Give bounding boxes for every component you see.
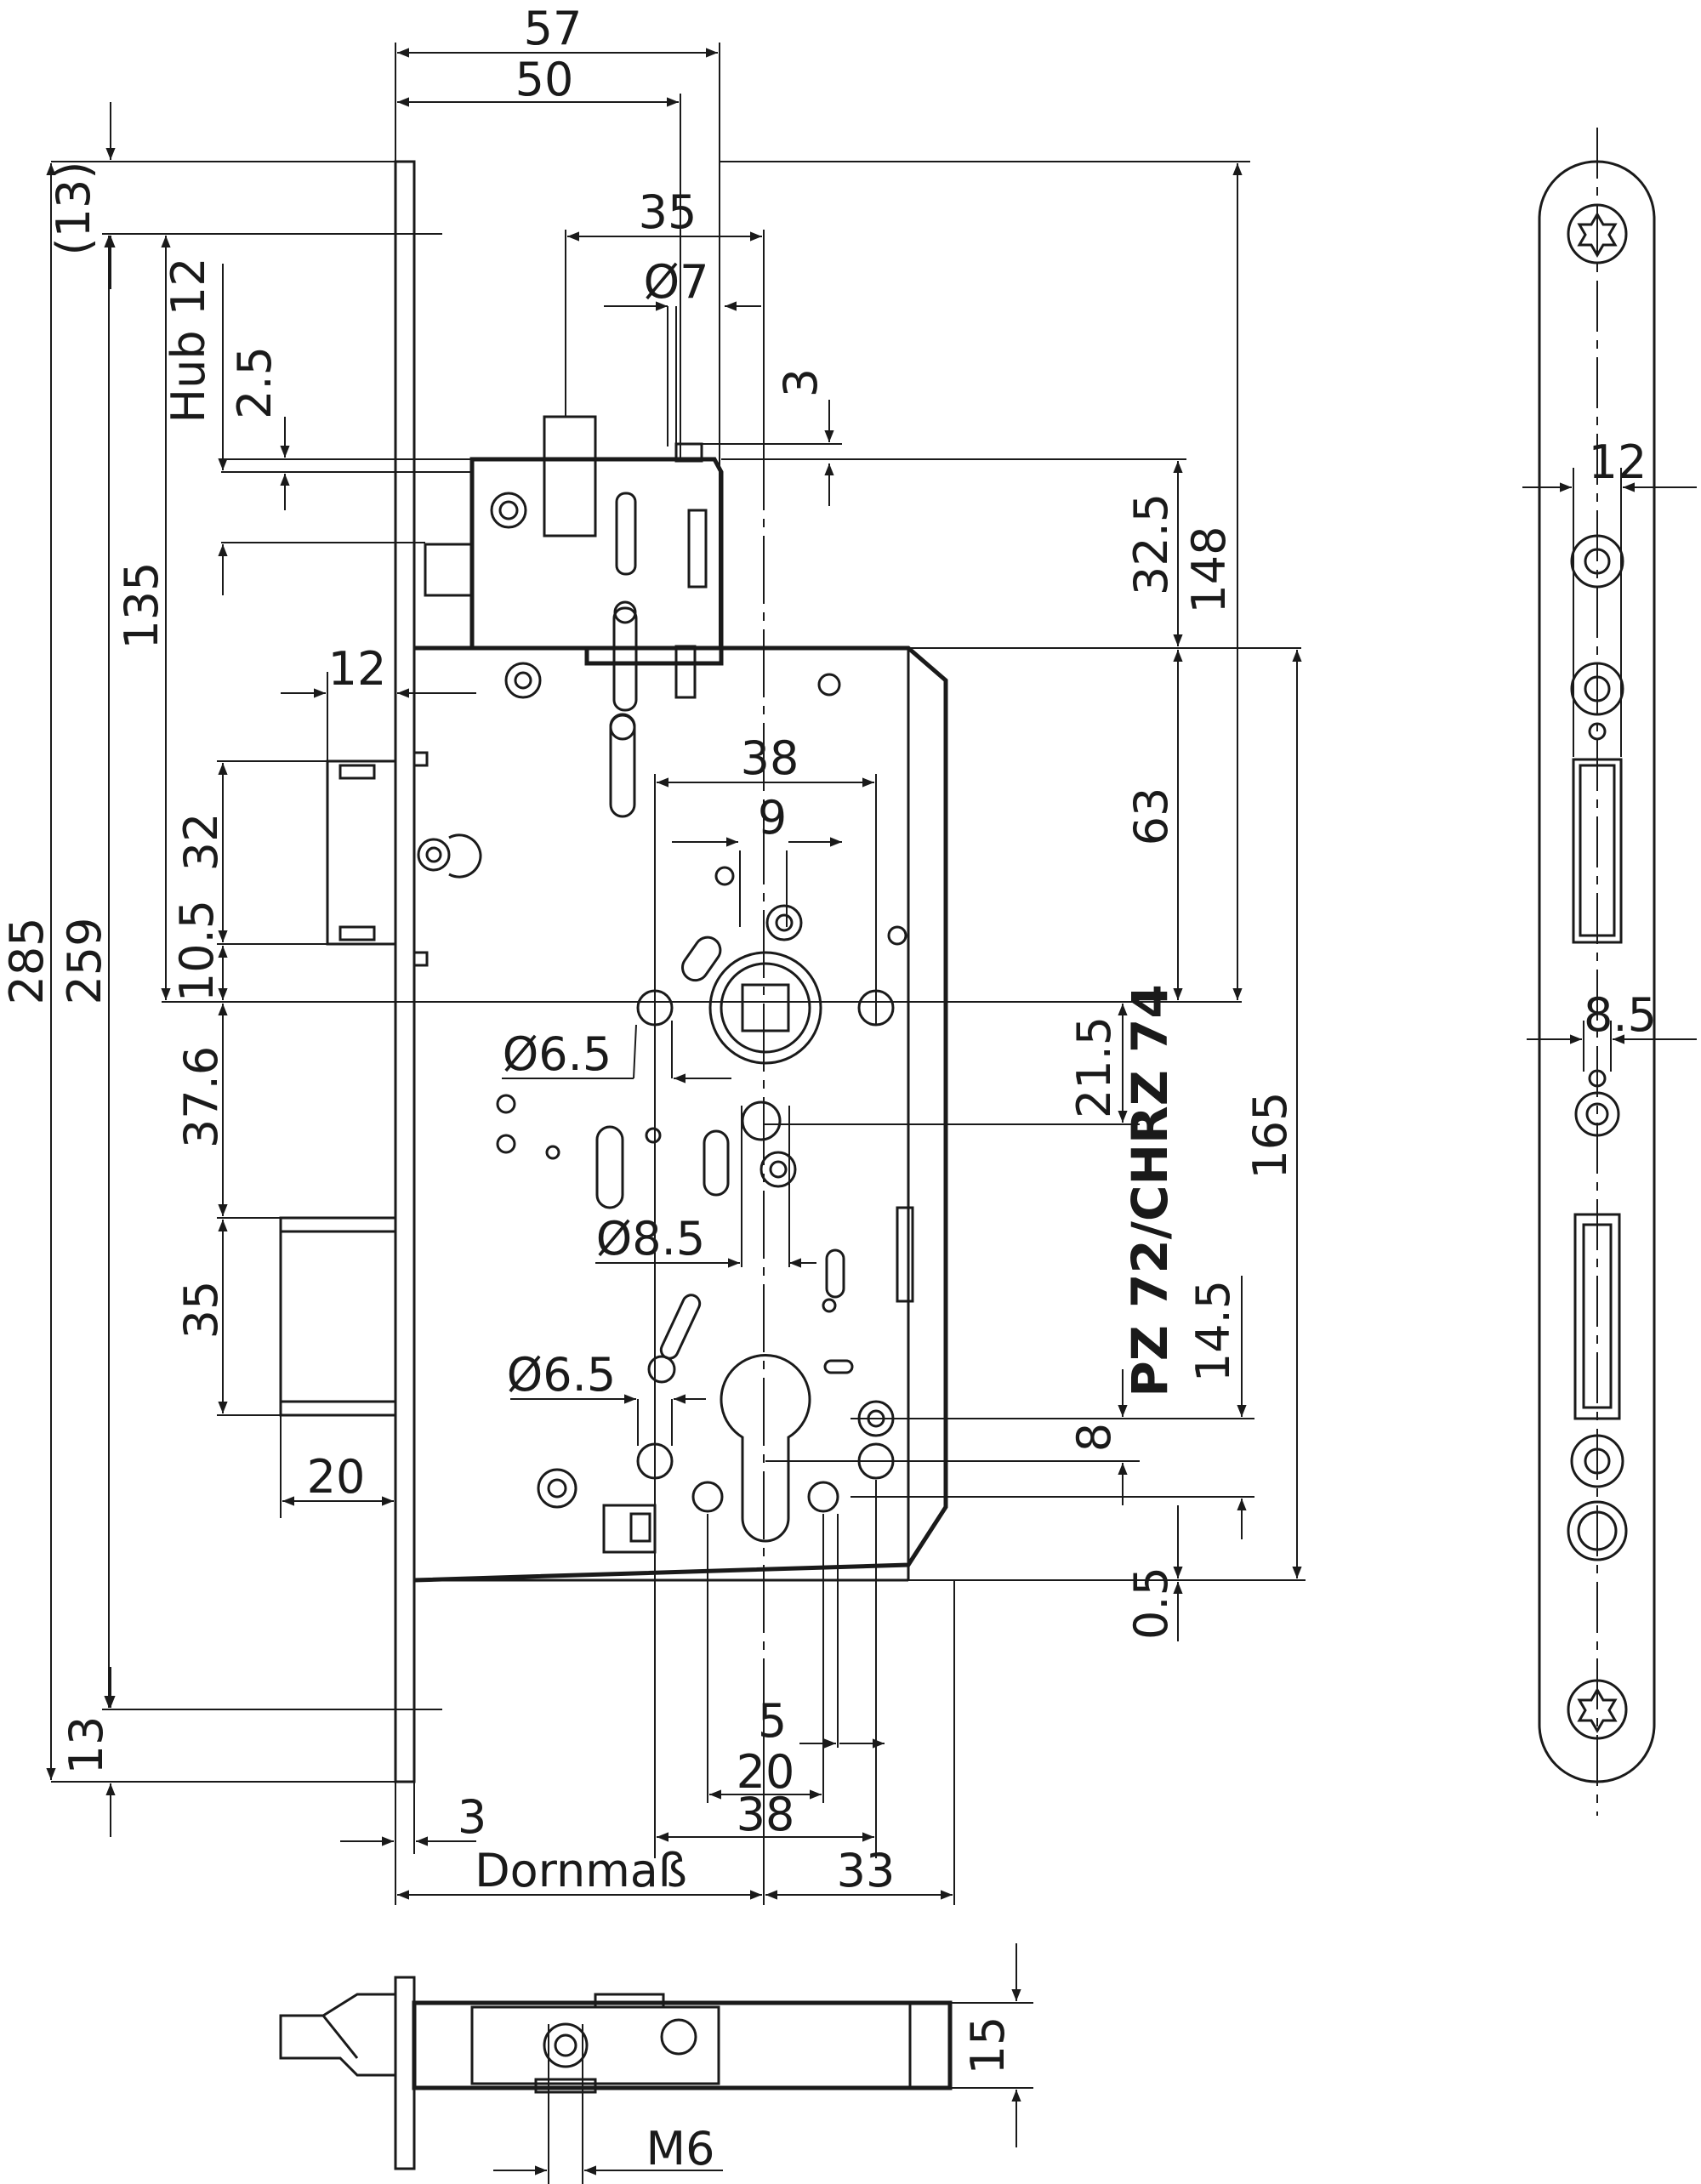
lock-front-view <box>279 160 948 1783</box>
dimension-labels: 57 50 35 Ø7 3 (13) Hub 12 2.5 135 12 32 … <box>0 2 1297 1897</box>
dim-50: 50 <box>515 53 574 106</box>
dimension-lines <box>46 43 1306 1905</box>
dim-32: 32 <box>174 813 228 872</box>
upper-mechanism <box>469 457 724 666</box>
dim-13-bottom: 13 <box>60 1716 113 1775</box>
dim-dia-6-5-b: Ø6.5 <box>507 1348 616 1402</box>
dim-8: 8 <box>1067 1423 1121 1452</box>
dim-135: 135 <box>115 561 168 649</box>
centre-lines <box>162 349 1242 1667</box>
dim-33: 33 <box>837 1844 896 1897</box>
follower <box>708 951 822 1065</box>
dim-15: 15 <box>961 2016 1015 2075</box>
pz-label: PZ 72/CHRZ 74 <box>1121 984 1179 1396</box>
dim-38-top: 38 <box>741 731 799 785</box>
dead-bolt <box>279 1216 397 1417</box>
dim-63: 63 <box>1124 788 1178 846</box>
dim-m6: M6 <box>646 2122 715 2175</box>
dim-35-bolt: 35 <box>174 1281 228 1339</box>
dim-259: 259 <box>58 917 111 1004</box>
cylinder-profile <box>720 1354 811 1543</box>
dim-148: 148 <box>1182 526 1236 613</box>
dim-5: 5 <box>758 1694 787 1748</box>
faceplate-screw-bottom <box>1567 1679 1628 1740</box>
section-case <box>412 2000 953 2090</box>
lock-case <box>413 646 948 1583</box>
dim-285: 285 <box>0 917 54 1004</box>
dim-10-5: 10.5 <box>170 900 224 1002</box>
faceplate-view: 12 8.5 <box>1522 128 1697 1816</box>
dim-dia-8-5: Ø8.5 <box>596 1212 705 1265</box>
dim-hub-12: Hub 12 <box>162 258 215 424</box>
faceplate-dim-12: 12 <box>1589 435 1647 489</box>
faceplate-front <box>394 160 416 1783</box>
section-view: 15 M6 <box>279 1943 1033 2184</box>
dim-57: 57 <box>524 2 583 55</box>
dim-9: 9 <box>758 791 787 845</box>
dim-37-6: 37.6 <box>174 1046 228 1148</box>
dim-2-5: 2.5 <box>228 346 282 419</box>
dim-35: 35 <box>639 185 697 239</box>
dim-165: 165 <box>1243 1091 1297 1179</box>
latch-bolt <box>326 759 397 946</box>
dim-20-cyl: 20 <box>737 1745 795 1799</box>
dim-3-top: 3 <box>774 368 828 397</box>
dim-21-5: 21.5 <box>1067 1016 1121 1118</box>
dim-13-paren: (13) <box>47 162 100 256</box>
dim-32-5: 32.5 <box>1124 493 1178 595</box>
faceplate-screw-top <box>1567 203 1628 264</box>
dim-dornmass: Dornmaß <box>475 1844 687 1897</box>
dim-dia-6-5-a: Ø6.5 <box>503 1027 612 1081</box>
dim-0-5: 0.5 <box>1124 1567 1178 1640</box>
dim-20-bolt: 20 <box>307 1450 366 1504</box>
dim-14-5: 14.5 <box>1186 1280 1240 1382</box>
faceplate-dim-8-5: 8.5 <box>1584 988 1657 1042</box>
dim-dia-7: Ø7 <box>644 255 709 309</box>
dim-3-face: 3 <box>458 1790 486 1844</box>
dim-12-latch: 12 <box>328 642 387 696</box>
dim-38-bottom: 38 <box>737 1788 795 1841</box>
